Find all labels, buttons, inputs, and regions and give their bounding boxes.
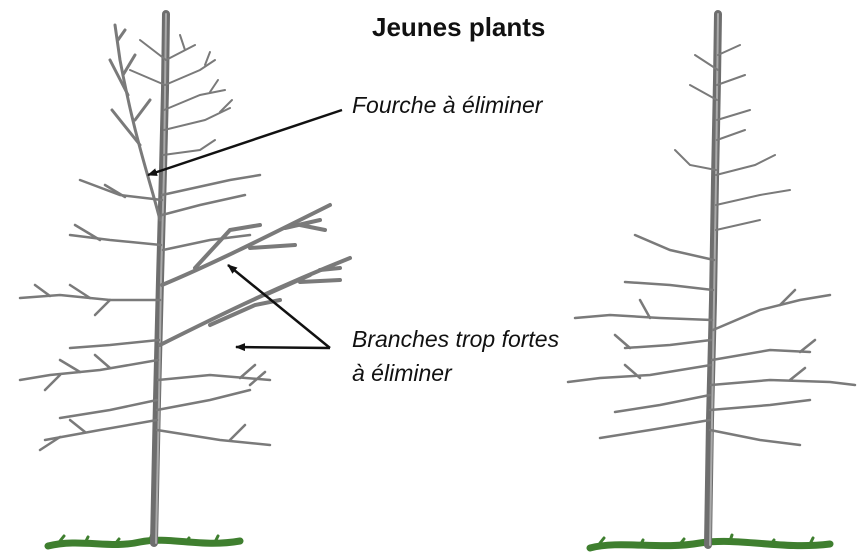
strong-branches-label-line1: Branches trop fortes	[352, 322, 559, 356]
strong-branch-arrow-2	[236, 347, 330, 348]
grass-left	[48, 534, 240, 546]
diagram-title: Jeunes plants	[372, 12, 545, 43]
strong-branches-label-line2: à éliminer	[352, 356, 559, 390]
fork-branch	[110, 25, 160, 220]
fork-arrow	[148, 110, 342, 175]
tree-before-pruning	[20, 14, 350, 546]
strong-branches	[160, 205, 350, 345]
strong-branches-label: Branches trop fortes à éliminer	[352, 322, 559, 390]
tree-after-pruning	[568, 14, 855, 548]
fork-label: Fourche à éliminer	[352, 88, 542, 122]
